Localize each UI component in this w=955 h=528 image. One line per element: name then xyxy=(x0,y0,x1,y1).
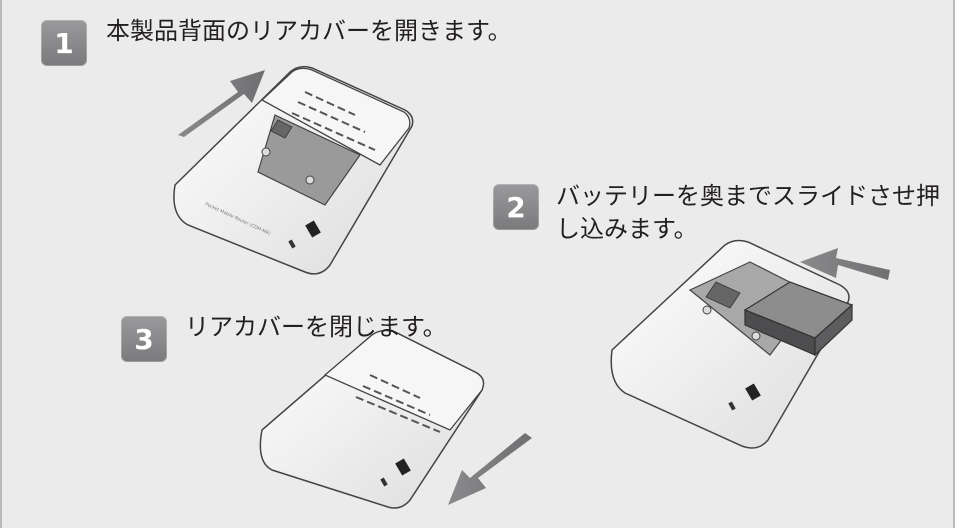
step1-device-illustration: Pocket Mobile Router (CDM-MR) xyxy=(173,65,414,275)
slide-arrow-icon xyxy=(178,70,265,137)
step3-device-illustration xyxy=(259,329,485,509)
step3-badge: 3 xyxy=(121,316,167,362)
step1-badge: 1 xyxy=(41,20,87,66)
step2-instruction-line1: バッテリーを奥までスライドさせ押 xyxy=(556,182,940,210)
step2-badge: 2 xyxy=(493,184,539,230)
step3-instruction: リアカバーを閉じます。 xyxy=(185,313,447,341)
step1-instruction: 本製品背面のリアカバーを開きます。 xyxy=(106,17,512,45)
step2-instruction-line2: し込みます。 xyxy=(556,215,698,243)
step2-device-illustration xyxy=(610,239,854,449)
slide-arrow-icon xyxy=(800,248,890,280)
battery-icon xyxy=(743,281,854,357)
slide-arrow-icon xyxy=(448,433,532,505)
